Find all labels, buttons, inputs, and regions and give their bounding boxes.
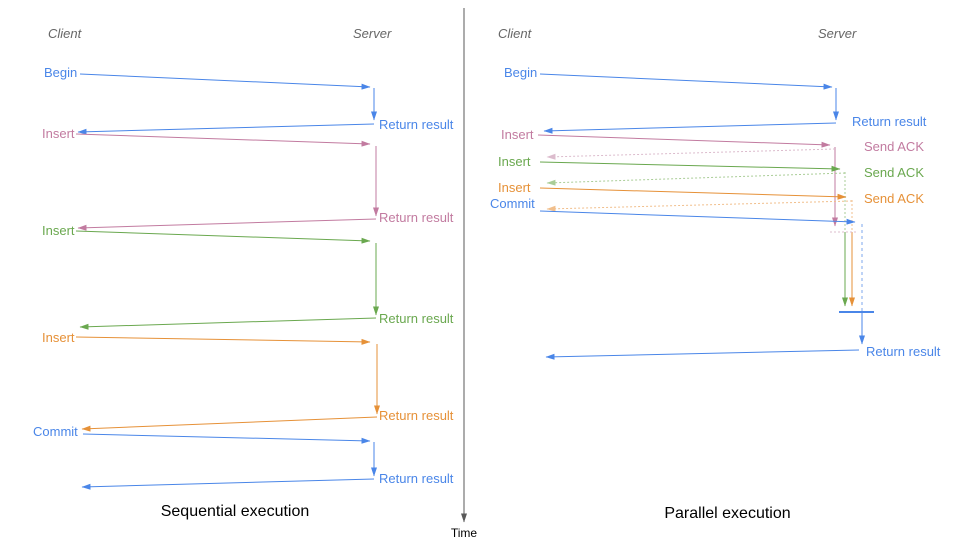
diagram-line (77, 123, 375, 135)
par-return-result-final: Return result (866, 344, 941, 359)
diagram-line (543, 122, 837, 134)
seq-op-begin-label: Begin (44, 65, 78, 80)
diagram-line (81, 416, 378, 432)
par-op-insert1-label: Insert (501, 127, 534, 142)
seq-return-result-2: Return result (379, 210, 454, 225)
seq-return-result-1: Return result (379, 117, 454, 132)
diagram-line (539, 73, 833, 90)
parallel-caption: Parallel execution (664, 505, 791, 522)
sequential-caption: Sequential execution (160, 503, 310, 520)
seq-return-result-4: Return result (379, 408, 454, 423)
par-op-insert3-label: Insert (498, 180, 531, 195)
seq-op-insert2-label: Insert (42, 223, 75, 238)
par-send-ack-3: Send ACK (864, 191, 924, 206)
diagram-line (545, 349, 860, 360)
diagram-line (539, 210, 856, 225)
seq-return-result-5: Return result (379, 471, 454, 486)
diagram-line (546, 172, 846, 186)
diagram-line (81, 478, 375, 490)
diagram-line (546, 148, 836, 160)
time-axis-label: Time (450, 526, 478, 540)
par-server-label: Server (818, 26, 857, 41)
seq-op-insert3-label: Insert (42, 330, 75, 345)
par-op-begin-label: Begin (504, 65, 538, 80)
par-op-commit-label: Commit (490, 196, 535, 211)
par-client-label: Client (498, 26, 532, 41)
diagram-line (82, 433, 371, 444)
diagram-line (77, 218, 377, 231)
diagram-line (75, 336, 371, 345)
diagram-line (79, 73, 371, 90)
par-send-ack-2: Send ACK (864, 165, 924, 180)
seq-op-insert1-label: Insert (42, 126, 75, 141)
diagram-line (75, 230, 371, 244)
diagram-line (79, 317, 377, 330)
seq-server-label: Server (353, 26, 392, 41)
seq-op-commit-label: Commit (33, 424, 78, 439)
seq-client-label: Client (48, 26, 82, 41)
diagram-line (539, 161, 841, 172)
diagram-line (546, 200, 853, 212)
seq-return-result-3: Return result (379, 311, 454, 326)
diagram-line (75, 133, 371, 147)
par-return-result-begin: Return result (852, 114, 927, 129)
par-op-insert2-label: Insert (498, 154, 531, 169)
diagram-line (539, 187, 847, 200)
par-send-ack-1: Send ACK (864, 139, 924, 154)
diagram-line (537, 134, 831, 148)
